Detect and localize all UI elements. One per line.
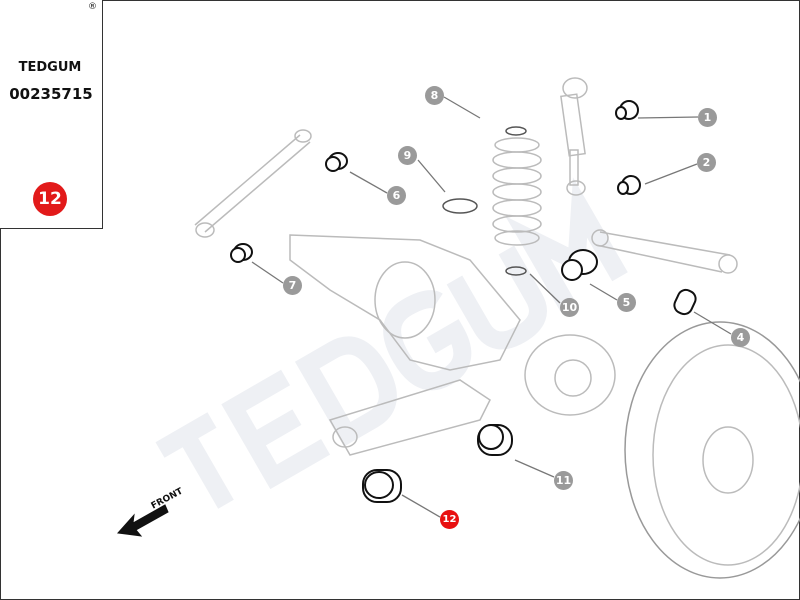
registered-mark: ® <box>88 2 97 12</box>
control-arms <box>194 129 738 456</box>
bushing-11 <box>477 424 513 456</box>
bushing-12 <box>362 469 402 503</box>
bushing-7 <box>230 243 253 263</box>
front-arrow-icon <box>116 504 169 537</box>
callout-10[interactable]: 10 <box>560 298 579 317</box>
leader-arrows <box>251 96 732 518</box>
callout-9[interactable]: 9 <box>398 146 417 165</box>
callout-12[interactable]: 12 <box>440 510 459 529</box>
bushing-2 <box>617 175 641 195</box>
highlight-badge: 12 <box>33 182 67 216</box>
callout-2[interactable]: 2 <box>697 153 716 172</box>
bushing-5 <box>561 249 598 281</box>
bushing-1 <box>615 100 639 120</box>
wheel <box>624 321 800 579</box>
bushing-4 <box>673 288 697 316</box>
bushing-6 <box>325 152 348 172</box>
product-info-panel: ® TEDGUM 00235715 12 <box>0 0 103 229</box>
shock-absorber <box>560 77 588 196</box>
callout-1[interactable]: 1 <box>698 108 717 127</box>
callout-4[interactable]: 4 <box>731 328 750 347</box>
part-number: 00235715 <box>9 85 93 103</box>
bushings <box>230 100 697 503</box>
callout-11[interactable]: 11 <box>554 471 573 490</box>
brand-name: TEDGUM <box>18 60 82 75</box>
callout-6[interactable]: 6 <box>387 186 406 205</box>
coil-spring <box>442 126 542 276</box>
callout-7[interactable]: 7 <box>283 276 302 295</box>
callout-8[interactable]: 8 <box>425 86 444 105</box>
callout-5[interactable]: 5 <box>617 293 636 312</box>
